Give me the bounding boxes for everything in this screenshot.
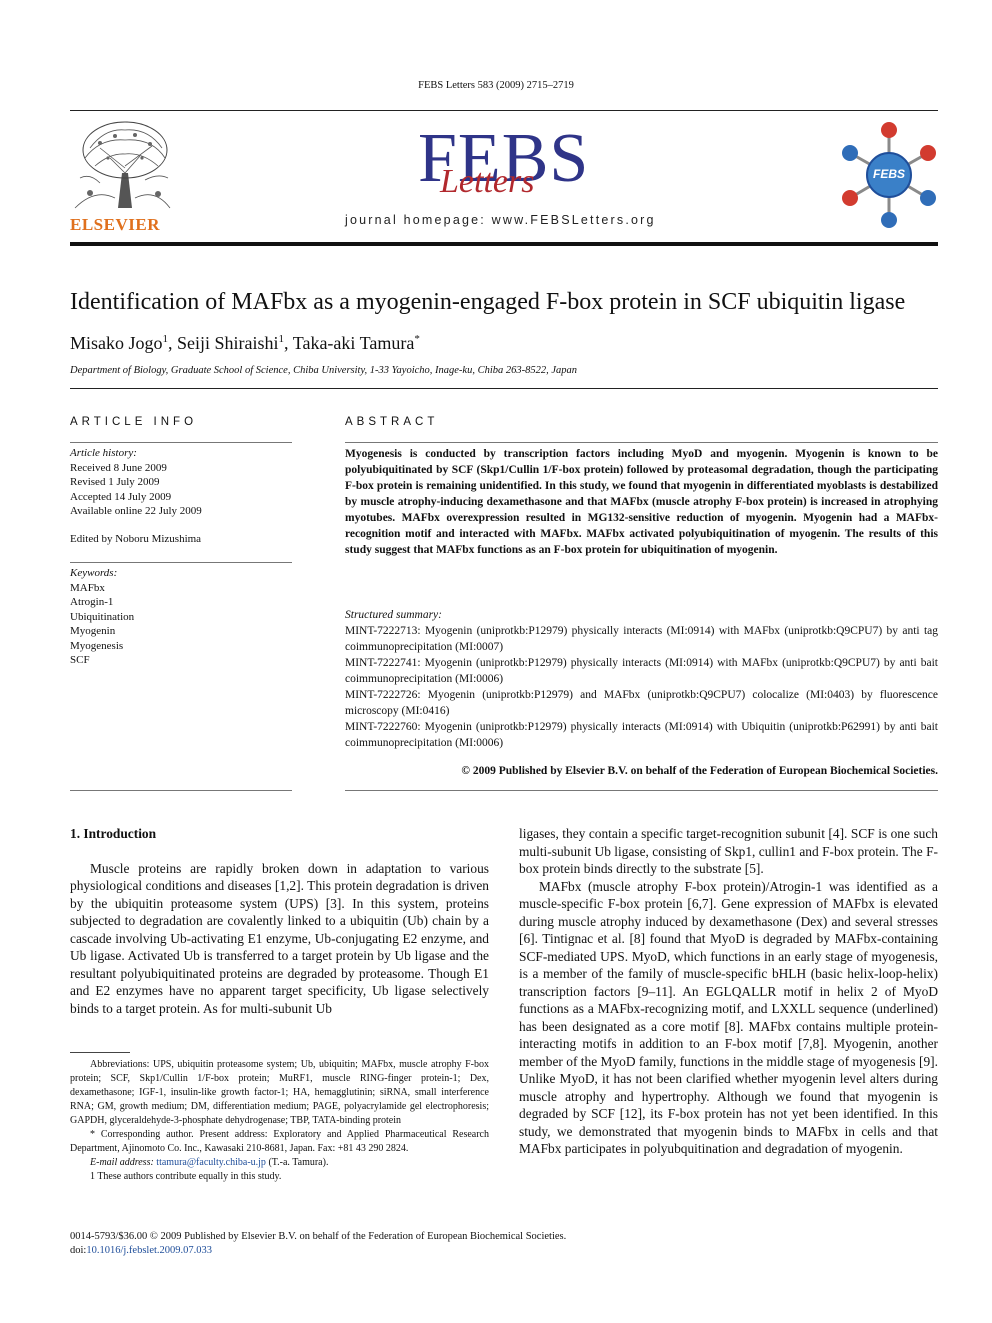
article-info-heading: ARTICLE INFO <box>70 416 198 428</box>
keywords-label: Keywords: <box>70 567 118 579</box>
abstract-bottom-rule <box>345 790 938 791</box>
article-history: Article history: Received 8 June 2009 Re… <box>70 446 292 546</box>
bottom-credits: 0014-5793/$36.00 © 2009 Published by Els… <box>70 1230 566 1258</box>
email-label: E-mail address: <box>90 1157 154 1168</box>
body-right-column: ligases, they contain a specific target-… <box>519 825 938 1158</box>
intro-paragraph-1-cont: ligases, they contain a specific target-… <box>519 826 938 876</box>
footnotes: Abbreviations: UPS, ubiquitin proteasome… <box>70 1058 489 1184</box>
section-heading-introduction: 1. Introduction <box>70 826 157 841</box>
history-online: Available online 22 July 2009 <box>70 505 202 517</box>
author-list: Misako Jogo1, Seiji Shiraishi1, Taka-aki… <box>70 333 420 354</box>
febs-society-logo: FEBS <box>838 120 940 230</box>
info-rule <box>70 442 292 443</box>
summary-entry[interactable]: MINT-7222760: Myogenin (uniprotkb:P12979… <box>345 721 938 749</box>
author-mark: * <box>414 333 420 345</box>
footnote-equal-contribution: 1 These authors contribute equally in th… <box>90 1171 282 1182</box>
author-mark: 1 <box>278 333 285 345</box>
email-link[interactable]: ttamura@faculty.chiba-u.jp <box>156 1157 266 1168</box>
body-left-column: 1. Introduction Muscle proteins are rapi… <box>70 825 489 1017</box>
affiliation: Department of Biology, Graduate School o… <box>70 365 578 376</box>
keyword: Myogenin <box>70 625 116 637</box>
footnote-rule <box>70 1052 130 1053</box>
journal-homepage[interactable]: journal homepage: www.FEBSLetters.org <box>345 213 656 227</box>
footnote-email: E-mail address: ttamura@faculty.chiba-u.… <box>70 1156 489 1170</box>
history-accepted: Accepted 14 July 2009 <box>70 490 172 503</box>
journal-citation: FEBS Letters 583 (2009) 2715–2719 <box>418 80 574 91</box>
footnote-abbreviations: Abbreviations: UPS, ubiquitin proteasome… <box>70 1059 489 1126</box>
abstract-rule <box>345 442 938 443</box>
keyword: SCF <box>70 654 90 666</box>
doi-line: doi:10.1016/j.febslet.2009.07.033 <box>70 1244 566 1258</box>
author-separator: , <box>284 333 293 353</box>
abstract-copyright: © 2009 Published by Elsevier B.V. on beh… <box>461 765 938 777</box>
author-separator: , <box>168 333 178 353</box>
summary-entry[interactable]: MINT-7222741: Myogenin (uniprotkb:P12979… <box>345 657 938 685</box>
author-name[interactable]: Taka-aki Tamura <box>292 333 415 353</box>
summary-entry[interactable]: MINT-7222726: Myogenin (uniprotkb:P12979… <box>345 689 938 717</box>
summary-label: Structured summary: <box>345 609 442 621</box>
elsevier-wordmark: ELSEVIER <box>70 215 160 234</box>
abstract-heading: ABSTRACT <box>345 416 439 428</box>
author-name[interactable]: Misako Jogo <box>70 333 163 353</box>
history-revised: Revised 1 July 2009 <box>70 476 160 488</box>
doi-link[interactable]: 10.1016/j.febslet.2009.07.033 <box>86 1245 213 1256</box>
journal-logo-letters: Letters <box>440 163 535 200</box>
info-bottom-rule <box>70 790 292 791</box>
journal-logo-febs: FEBS <box>418 120 590 197</box>
keywords-block: Keywords: MAFbx Atrogin-1 Ubiquitination… <box>70 566 292 668</box>
elsevier-logo: ELSEVIER <box>70 118 175 235</box>
febs-badge-text: FEBS <box>872 167 905 181</box>
abstract-text: Myogenesis is conducted by transcription… <box>345 448 938 556</box>
history-received: Received 8 June 2009 <box>70 461 167 474</box>
doi-label: doi: <box>70 1245 87 1256</box>
article-title: Identification of MAFbx as a myogenin-en… <box>70 289 906 315</box>
author-mark: 1 <box>162 333 169 345</box>
edited-by: Edited by Noboru Mizushima <box>70 532 202 545</box>
keyword: Myogenesis <box>70 639 124 652</box>
header-rule <box>70 110 938 111</box>
keyword: Ubiquitination <box>70 610 135 623</box>
header-thick-rule <box>70 242 938 246</box>
intro-paragraph-2: MAFbx (muscle atrophy F-box protein)/Atr… <box>519 878 938 1157</box>
keyword: Atrogin-1 <box>70 596 114 608</box>
summary-entry[interactable]: MINT-7222713: Myogenin (uniprotkb:P12979… <box>345 625 938 653</box>
elsevier-tree-icon <box>70 118 175 210</box>
structured-summary: Structured summary: MINT-7222713: Myogen… <box>345 607 938 751</box>
issn-line: 0014-5793/$36.00 © 2009 Published by Els… <box>70 1231 567 1242</box>
keywords-rule <box>70 562 292 563</box>
email-suffix: (T.-a. Tamura). <box>268 1157 329 1168</box>
author-name[interactable]: Seiji Shiraishi <box>177 333 279 353</box>
footnote-corresponding: * Corresponding author. Present address:… <box>70 1129 489 1154</box>
title-rule <box>70 388 938 389</box>
history-label: Article history: <box>70 447 137 459</box>
keyword: MAFbx <box>70 581 105 594</box>
intro-paragraph-1: Muscle proteins are rapidly broken down … <box>70 860 489 1016</box>
febs-molecule-icon <box>842 122 936 228</box>
